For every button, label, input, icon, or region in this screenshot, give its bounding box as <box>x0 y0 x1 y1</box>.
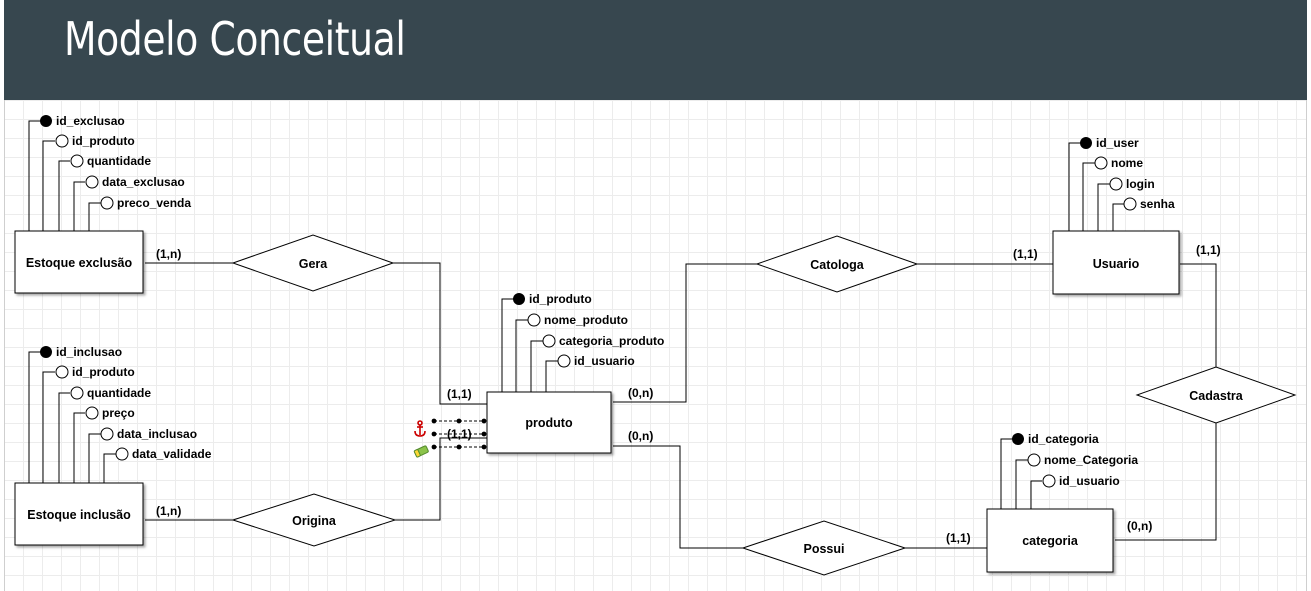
attributes-categoria: id_categoria nome_Categoria id_usuario <box>1000 432 1138 509</box>
attributes-estoque-exclusao: id_exclusao id_produto quantidade data_e… <box>28 114 191 231</box>
attr-marker <box>55 365 69 379</box>
attr-marker <box>1027 453 1041 467</box>
canvas-left-border <box>4 100 5 591</box>
attr-data-exclusao: data_exclusao <box>102 175 185 189</box>
attr-senha: senha <box>1140 197 1175 211</box>
line-produto-possui <box>613 445 743 549</box>
attributes-produto: id_produto nome_produto categoria_produt… <box>501 292 664 392</box>
entity-label: Estoque exclusão <box>26 256 133 270</box>
attr-quantidade: quantidade <box>87 154 151 168</box>
line-usuario-cadastra <box>1180 263 1217 367</box>
entity-label: categoria <box>1022 534 1079 548</box>
attr-id-usuario: id_usuario <box>574 354 635 368</box>
attr-id-inclusao: id_inclusao <box>56 345 122 359</box>
attr-marker <box>557 354 571 368</box>
attr-marker <box>85 175 99 189</box>
cardinality-categoria-cadastra: (0,n) <box>1127 519 1152 533</box>
relationship-label: Cadastra <box>1189 389 1244 403</box>
cardinality-inclusao-origina: (1,n) <box>156 504 181 518</box>
pk-marker <box>40 346 52 358</box>
attr-marker <box>55 134 69 148</box>
attr-marker <box>1109 177 1123 191</box>
relationship-label: Origina <box>292 514 337 528</box>
pk-marker <box>40 115 52 127</box>
canvas-right-border <box>1306 100 1307 591</box>
pk-marker <box>1080 137 1092 149</box>
cardinality-produto-catologa: (0,n) <box>628 386 653 400</box>
attr-marker <box>1042 474 1056 488</box>
entity-estoque-inclusao[interactable]: Estoque inclusão <box>14 482 144 546</box>
header-bar: Modelo Conceitual <box>4 0 1307 100</box>
cardinality-origina-produto: (1,1) <box>447 427 472 441</box>
relationship-cadastra[interactable]: Cadastra <box>1135 366 1297 424</box>
attr-id-produto: id_produto <box>72 134 135 148</box>
line-gera-produto <box>393 262 487 405</box>
entity-label: Estoque inclusão <box>27 508 131 522</box>
selection-handles[interactable] <box>431 418 487 450</box>
relationship-possui[interactable]: Possui <box>741 520 907 576</box>
entity-label: Usuario <box>1093 257 1140 271</box>
entity-label: produto <box>525 416 573 430</box>
attr-marker <box>70 386 84 400</box>
attr-id-user: id_user <box>1096 136 1139 150</box>
cardinality-possui-categoria: (1,1) <box>946 531 971 545</box>
cardinality-produto-possui: (0,n) <box>628 429 653 443</box>
pk-marker <box>1012 433 1024 445</box>
attr-marker <box>85 406 99 420</box>
line-categoria-cadastra <box>1115 423 1217 541</box>
relationship-label: Catologa <box>810 258 865 272</box>
line-produto-catologa <box>613 263 757 403</box>
attr-login: login <box>1126 177 1155 191</box>
relationship-label: Possui <box>804 542 845 556</box>
relationship-label: Gera <box>299 257 329 271</box>
attr-marker <box>70 154 84 168</box>
attr-id-usuario: id_usuario <box>1059 474 1120 488</box>
relationship-origina[interactable]: Origina <box>231 493 397 547</box>
attr-marker <box>527 313 541 327</box>
anchor-icon[interactable] <box>414 420 426 437</box>
connector-lines <box>145 262 1217 549</box>
attributes-usuario: id_user nome login senha <box>1068 136 1175 231</box>
entity-usuario[interactable]: Usuario <box>1052 230 1180 295</box>
attr-categoria-produto: categoria_produto <box>559 334 664 348</box>
attr-quantidade: quantidade <box>87 386 151 400</box>
entity-estoque-exclusao[interactable]: Estoque exclusão <box>14 230 144 294</box>
cardinality-labels: (1,n) (1,1) (1,n) (1,1) (0,n) (1,1) (1,1… <box>156 243 1221 545</box>
attr-data-inclusao: data_inclusao <box>117 427 197 441</box>
attr-id-exclusao: id_exclusao <box>56 114 125 128</box>
cardinality-usuario-cadastra: (1,1) <box>1196 243 1221 257</box>
attr-nome-categoria: nome_Categoria <box>1044 453 1138 467</box>
attr-marker <box>1094 156 1108 170</box>
attr-preco-venda: preco_venda <box>117 196 191 210</box>
attr-preco: preço <box>102 406 135 420</box>
relationship-catologa[interactable]: Catologa <box>755 235 919 293</box>
eraser-icon[interactable] <box>413 445 429 458</box>
cardinality-gera-produto: (1,1) <box>447 387 472 401</box>
attr-nome: nome <box>1111 156 1143 170</box>
attr-marker <box>100 196 114 210</box>
attr-id-produto: id_produto <box>529 292 592 306</box>
page-title: Modelo Conceitual <box>64 12 406 66</box>
attributes-estoque-inclusao: id_inclusao id_produto quantidade preço … <box>28 345 212 483</box>
relationship-gera[interactable]: Gera <box>231 234 395 292</box>
attr-marker <box>542 334 556 348</box>
attr-id-categoria: id_categoria <box>1028 432 1099 446</box>
line-origina-produto <box>395 437 487 521</box>
entity-produto[interactable]: produto <box>486 391 612 454</box>
pk-marker <box>513 293 525 305</box>
cardinality-catologa-usuario: (1,1) <box>1013 247 1038 261</box>
attr-id-produto: id_produto <box>72 365 135 379</box>
entity-categoria[interactable]: categoria <box>986 508 1114 573</box>
cardinality-exclusao-gera: (1,n) <box>156 247 181 261</box>
attr-marker <box>100 427 114 441</box>
attr-nome-produto: nome_produto <box>544 313 628 327</box>
attr-data-validade: data_validade <box>132 447 212 461</box>
attr-marker <box>1123 197 1137 211</box>
attr-marker <box>115 447 129 461</box>
